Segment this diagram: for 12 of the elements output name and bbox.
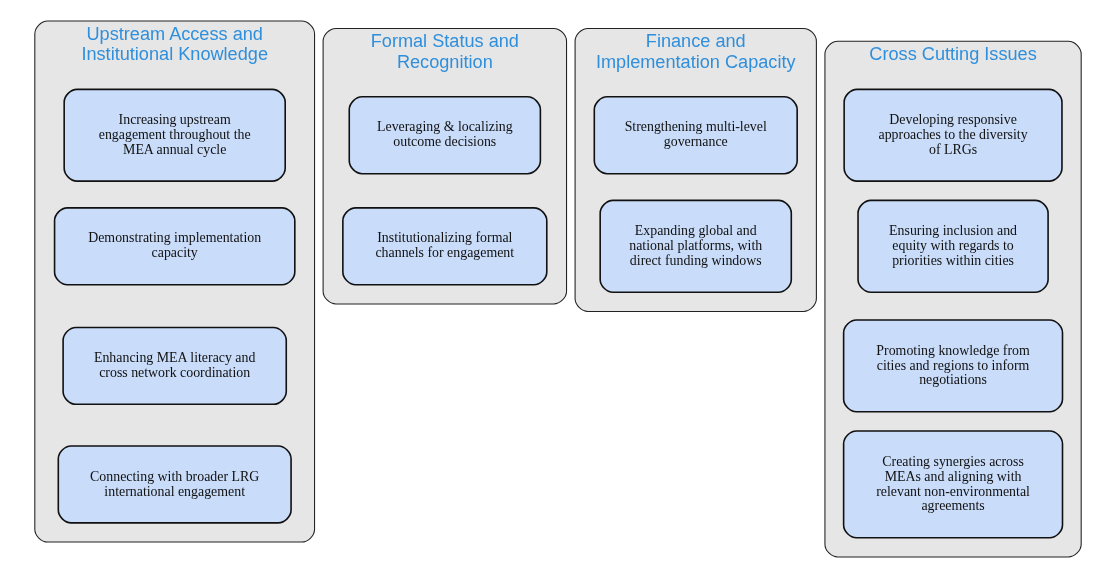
node-box: Expanding global and national platforms, with direct funding windows [599,199,793,293]
node-box: Connecting with broader LRG international engagement [57,445,292,524]
node-box: Developing responsive approaches to the diversity of LRGs [843,88,1063,182]
node-box: Enhancing MEA literacy and cross network coordination [62,326,288,406]
node-box: Creating synergies across MEAs and aligning with relevant non-environmental agreements [842,430,1064,539]
node-box: Demonstrating implementation capacity [53,207,296,286]
node-box: Promoting knowledge from cities and regions to inform negotiations [842,319,1064,413]
node-box: Strengthening multi-level governance [593,96,798,175]
node-box: Increasing upstream engagement throughout the MEA annual cycle [63,88,286,182]
node-box: Leveraging & localizing outcome decisions [348,96,542,175]
node-box: Ensuring inclusion and equity with regards to priorities within cities [857,199,1049,293]
node-box: Institutionalizing formal channels for engagement [342,207,548,286]
